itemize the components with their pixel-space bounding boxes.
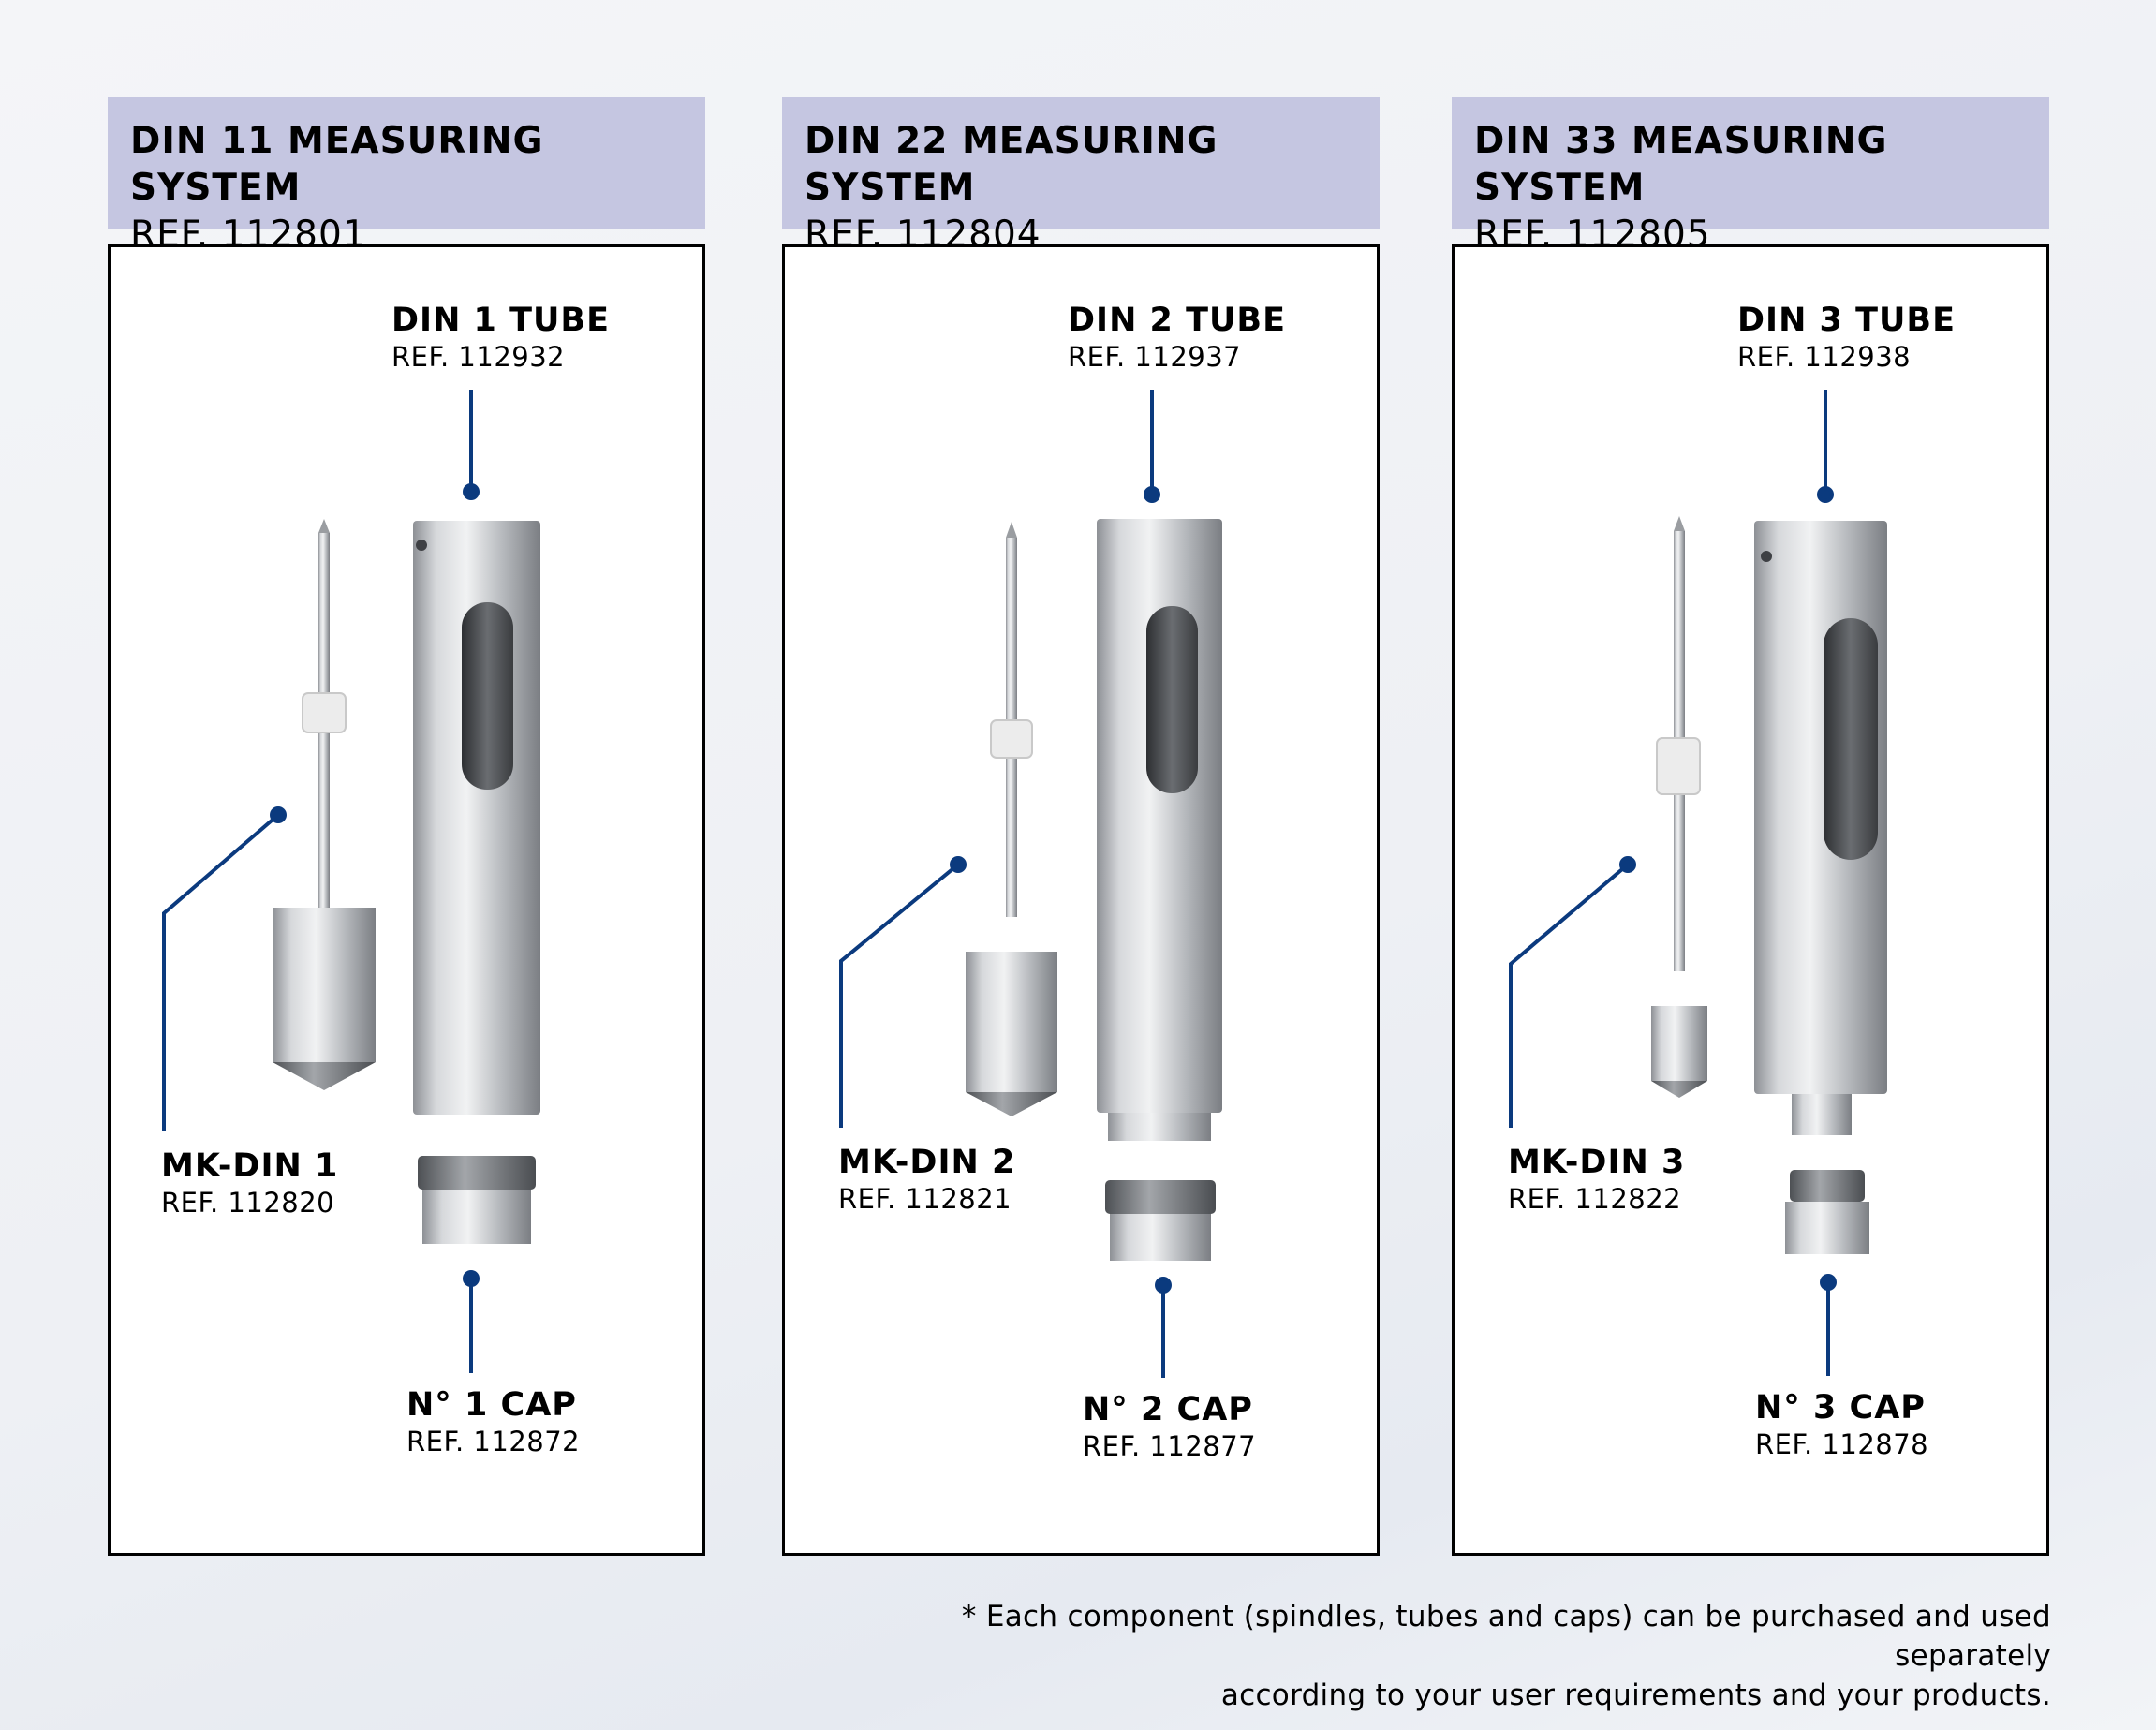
tube-ref: REF. 112932 xyxy=(391,341,566,373)
system-title: DIN 22 MEASURING SYSTEM xyxy=(805,120,1218,209)
system-header: DIN 11 MEASURING SYSTEM REF. 112801 xyxy=(108,97,705,256)
components-panel: DIN 1 TUBE REF. 112932 MK-DIN 1 REF. 112… xyxy=(108,244,705,1556)
system-header: DIN 33 MEASURING SYSTEM REF. 112805 xyxy=(1452,97,2049,256)
components-illustration xyxy=(839,390,1222,1378)
components-panel: DIN 2 TUBE REF. 112937 MK-DIN 2 REF. 112… xyxy=(782,244,1380,1556)
footnote: * Each component (spindles, tubes and ca… xyxy=(834,1597,2051,1715)
din-3-tube-image xyxy=(1754,521,1887,1135)
tube-ref: REF. 112938 xyxy=(1737,341,1912,373)
tube-label: DIN 3 TUBE REF. 112938 xyxy=(1737,301,1956,374)
tube-name: DIN 2 TUBE xyxy=(1068,302,1286,339)
tube-label: DIN 2 TUBE REF. 112937 xyxy=(1068,301,1286,374)
spindle-ref: REF. 112820 xyxy=(161,1187,335,1219)
tube-label: DIN 1 TUBE REF. 112932 xyxy=(391,301,610,374)
cap-name: N° 3 CAP xyxy=(1755,1389,1926,1427)
components-illustration xyxy=(162,390,540,1373)
n-1-cap-image xyxy=(418,1156,536,1244)
cap-ref: REF. 112878 xyxy=(1755,1428,1929,1460)
spindle-label: MK-DIN 2 REF. 112821 xyxy=(838,1143,1015,1216)
spindle-name: MK-DIN 2 xyxy=(838,1144,1016,1181)
system-title: DIN 11 MEASURING SYSTEM xyxy=(130,120,544,209)
components-illustration xyxy=(1509,390,1887,1376)
system-column-din-33: DIN 33 MEASURING SYSTEM REF. 112805 xyxy=(1452,97,2049,1556)
cap-ref: REF. 112877 xyxy=(1083,1430,1257,1462)
spindle-ref: REF. 112822 xyxy=(1508,1183,1682,1215)
spindle-label: MK-DIN 3 REF. 112822 xyxy=(1508,1143,1685,1216)
tube-name: DIN 1 TUBE xyxy=(391,302,610,339)
spindle-name: MK-DIN 1 xyxy=(161,1147,339,1185)
din-2-tube-image xyxy=(1097,519,1222,1141)
footnote-line-1: * Each component (spindles, tubes and ca… xyxy=(961,1600,2051,1673)
footnote-line-2: according to your user requirements and … xyxy=(1220,1678,2051,1712)
cap-name: N° 2 CAP xyxy=(1083,1391,1253,1428)
spindle-name: MK-DIN 3 xyxy=(1508,1144,1686,1181)
tube-ref: REF. 112937 xyxy=(1068,341,1242,373)
system-title: DIN 33 MEASURING SYSTEM xyxy=(1474,120,1888,209)
n-2-cap-image xyxy=(1105,1180,1216,1261)
mk-din-3-spindle-image xyxy=(1651,516,1707,1098)
mk-din-2-spindle-image xyxy=(966,522,1057,1116)
system-column-din-22: DIN 22 MEASURING SYSTEM REF. 112804 xyxy=(782,97,1380,1556)
din-1-tube-image xyxy=(413,521,540,1115)
cap-label: N° 2 CAP REF. 112877 xyxy=(1083,1390,1256,1463)
n-3-cap-image xyxy=(1785,1170,1869,1254)
cap-label: N° 3 CAP REF. 112878 xyxy=(1755,1388,1928,1461)
cap-label: N° 1 CAP REF. 112872 xyxy=(406,1385,580,1458)
spindle-label: MK-DIN 1 REF. 112820 xyxy=(161,1146,338,1220)
cap-ref: REF. 112872 xyxy=(406,1426,581,1457)
system-header: DIN 22 MEASURING SYSTEM REF. 112804 xyxy=(782,97,1380,256)
components-panel: DIN 3 TUBE REF. 112938 MK-DIN 3 REF. 112… xyxy=(1452,244,2049,1556)
tube-name: DIN 3 TUBE xyxy=(1737,302,1956,339)
spindle-ref: REF. 112821 xyxy=(838,1183,1012,1215)
cap-name: N° 1 CAP xyxy=(406,1386,577,1424)
mk-din-1-spindle-image xyxy=(273,519,376,1090)
system-column-din-11: DIN 11 MEASURING SYSTEM REF. 112801 xyxy=(108,97,705,1556)
